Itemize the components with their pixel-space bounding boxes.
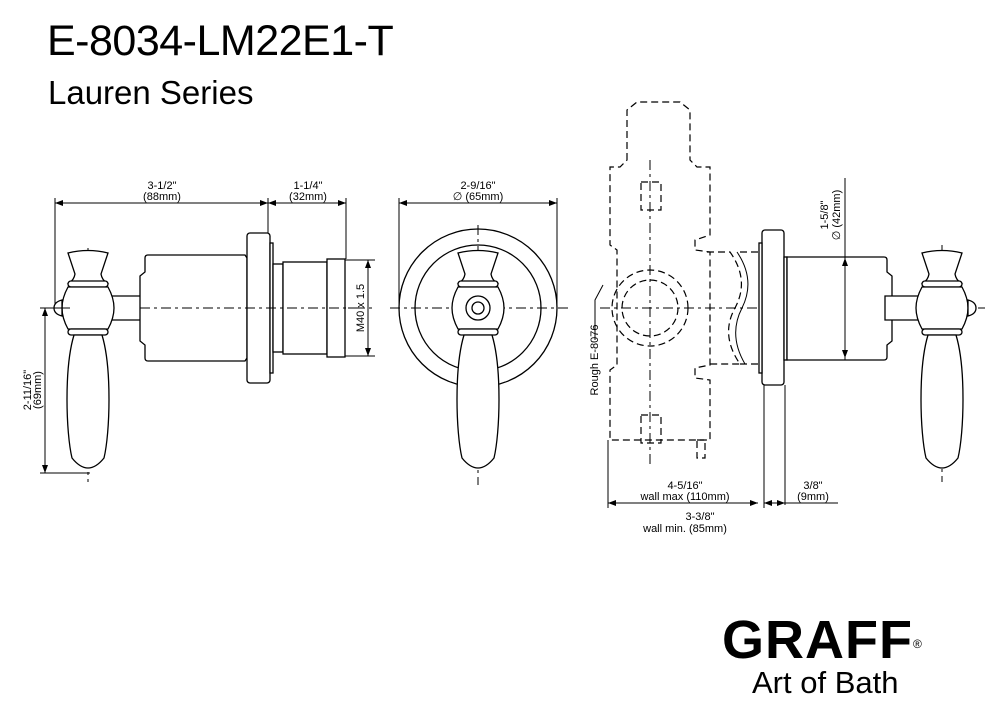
body-dia-in: 1-5/8" [819, 200, 831, 229]
wall-min-mm: wall min. (85mm) [642, 523, 727, 535]
graff-logo: GRAFF® [722, 612, 923, 668]
escutcheon-dia-mm: ∅ (65mm) [453, 191, 504, 203]
rough-valve-outline [600, 101, 985, 465]
front-view-dimensions: 2-9/16" ∅ (65mm) [398, 180, 558, 305]
handle-drop-in: 2-11/16" [22, 370, 34, 410]
stem-mm: (32mm) [289, 191, 327, 203]
side-depth-in: 3-1/2" [148, 180, 177, 192]
model-number: E-8034-LM22E1-T [47, 17, 394, 65]
flange-mm: (9mm) [797, 491, 829, 503]
brand-tagline: Art of Bath [752, 665, 899, 700]
wall-min-in: 3-3/8" [686, 511, 715, 523]
thread-size: M40 x 1.5 [355, 284, 367, 332]
wall-max-mm: wall max (110mm) [639, 491, 729, 503]
right-side-view [758, 229, 977, 482]
flange-in: 3/8" [803, 480, 822, 492]
series-name: Lauren Series [48, 74, 254, 111]
body-dia-mm: ∅ (42mm) [831, 190, 843, 241]
side-view-dimensions: 3-1/2" (88mm) 1-1/4" (32mm) M40 x 1.5 2-… [22, 180, 375, 474]
front-view [390, 225, 568, 485]
side-depth-mm: (88mm) [143, 191, 181, 203]
handle-drop-mm: (69mm) [32, 371, 44, 409]
registered-mark: ® [912, 637, 923, 651]
escutcheon-dia-in: 2-9/16" [460, 180, 495, 192]
wall-max-in: 4-5/16" [667, 480, 702, 492]
rough-valve-label: Rough E-8076 [589, 325, 601, 396]
stem-in: 1-1/4" [294, 180, 323, 192]
right-view-dimensions: 1-5/8" ∅ (42mm) Rough E-8076 4-5/16" wal… [589, 178, 848, 535]
brand-name: GRAFF [722, 610, 913, 670]
side-view [40, 232, 375, 482]
